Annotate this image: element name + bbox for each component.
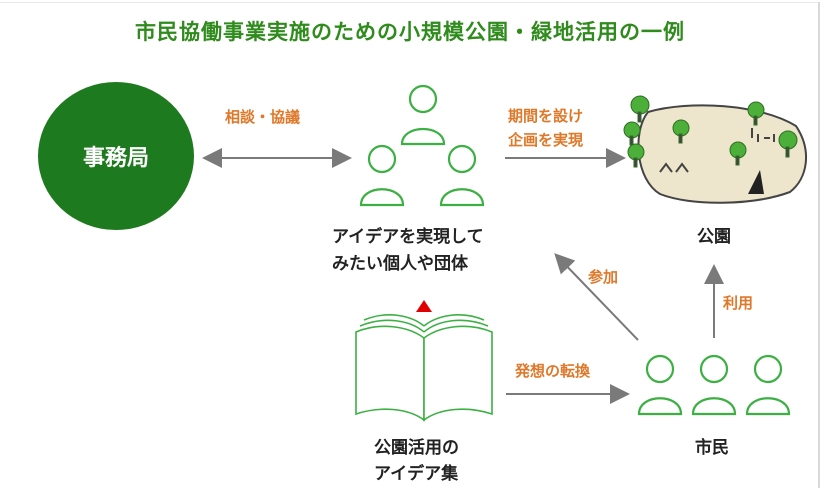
- person-icon-group-right: [439, 144, 485, 207]
- office-node: 事務局: [38, 82, 194, 230]
- person-icon-group-left: [359, 144, 405, 207]
- groups-label-2: みたい個人や団体: [332, 254, 468, 274]
- red-triangle-marker: [416, 300, 432, 312]
- edge-label-shift: 発想の転換: [515, 362, 591, 380]
- edge-label-participate: 参加: [588, 268, 619, 286]
- groups-label-1: アイデアを実現して: [332, 227, 484, 247]
- book-icon: [355, 314, 493, 422]
- edge-label-period-2: 企画を実現: [508, 131, 584, 149]
- edge-label-period-1: 期間を設け: [508, 107, 584, 125]
- person-icon-group-top: [400, 84, 446, 146]
- citizens-label: 市民: [695, 438, 729, 458]
- park-label: 公園: [697, 227, 731, 247]
- person-icon-citizen-2: [691, 354, 737, 416]
- frame-right-border: [818, 2, 820, 488]
- tree-icon: [623, 95, 798, 168]
- diagram-title: 市民協働事業実施のための小規模公園・緑地活用の一例: [135, 20, 685, 44]
- ideas-label-1: 公園活用の: [374, 438, 459, 458]
- park-illustration: [623, 95, 808, 204]
- ideas-label-2: アイデア集: [374, 464, 459, 484]
- playground-icon: [659, 128, 775, 173]
- office-label: 事務局: [82, 146, 149, 171]
- person-icon-citizen-1: [637, 354, 683, 416]
- slide-icon: [748, 170, 764, 194]
- arrow-participate: [554, 253, 639, 341]
- person-icon-citizen-3: [745, 354, 791, 416]
- edge-label-use: 利用: [723, 294, 754, 312]
- frame-top-border: [0, 2, 820, 3]
- edge-label-consult: 相談・協議: [225, 108, 301, 126]
